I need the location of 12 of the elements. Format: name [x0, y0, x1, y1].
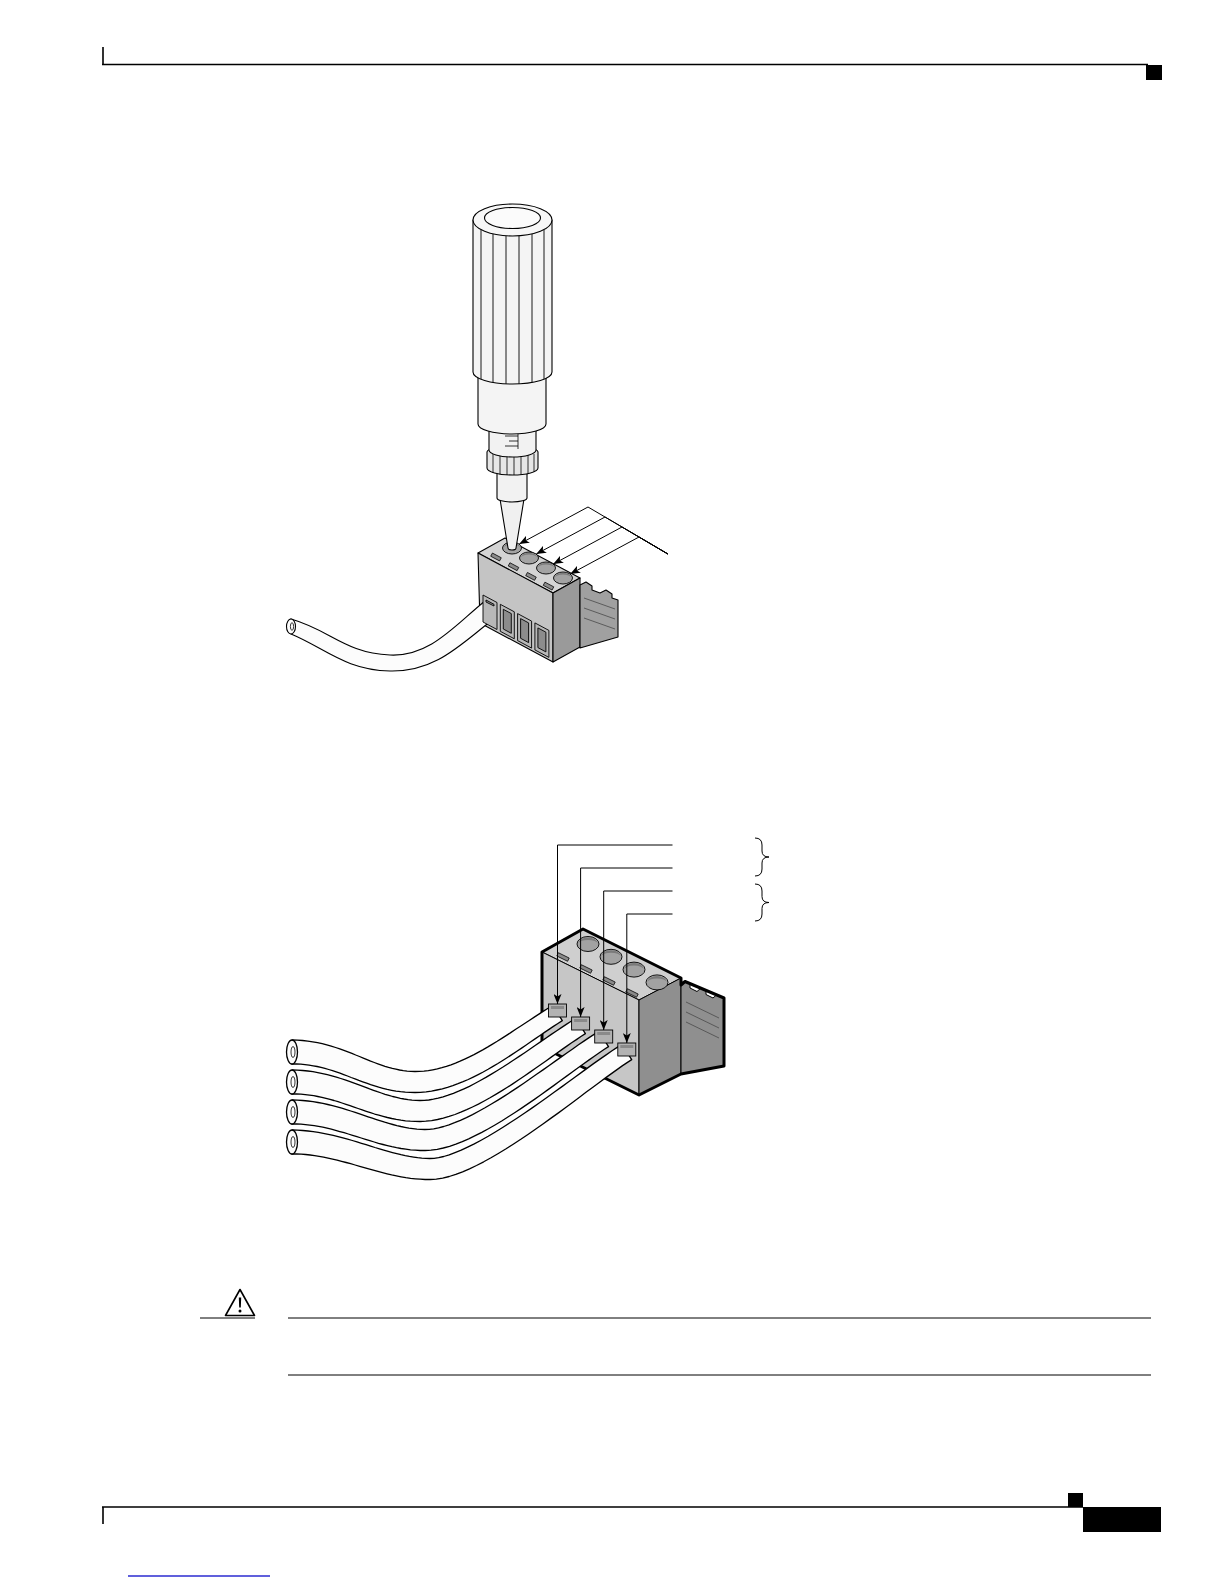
- wire-opening: [548, 1003, 567, 1018]
- screw-hole: [536, 561, 556, 575]
- leader-line: [553, 844, 673, 1005]
- wire-opening: [617, 1042, 637, 1057]
- leader-line: [576, 867, 673, 1018]
- screw-hole: [553, 571, 573, 585]
- wire-opening: [571, 1016, 591, 1031]
- screw-hole: [519, 551, 539, 565]
- leader-line: [599, 890, 673, 1031]
- leader-line: [622, 913, 673, 1044]
- leader-line: [569, 536, 669, 575]
- wire-opening: [594, 1029, 614, 1044]
